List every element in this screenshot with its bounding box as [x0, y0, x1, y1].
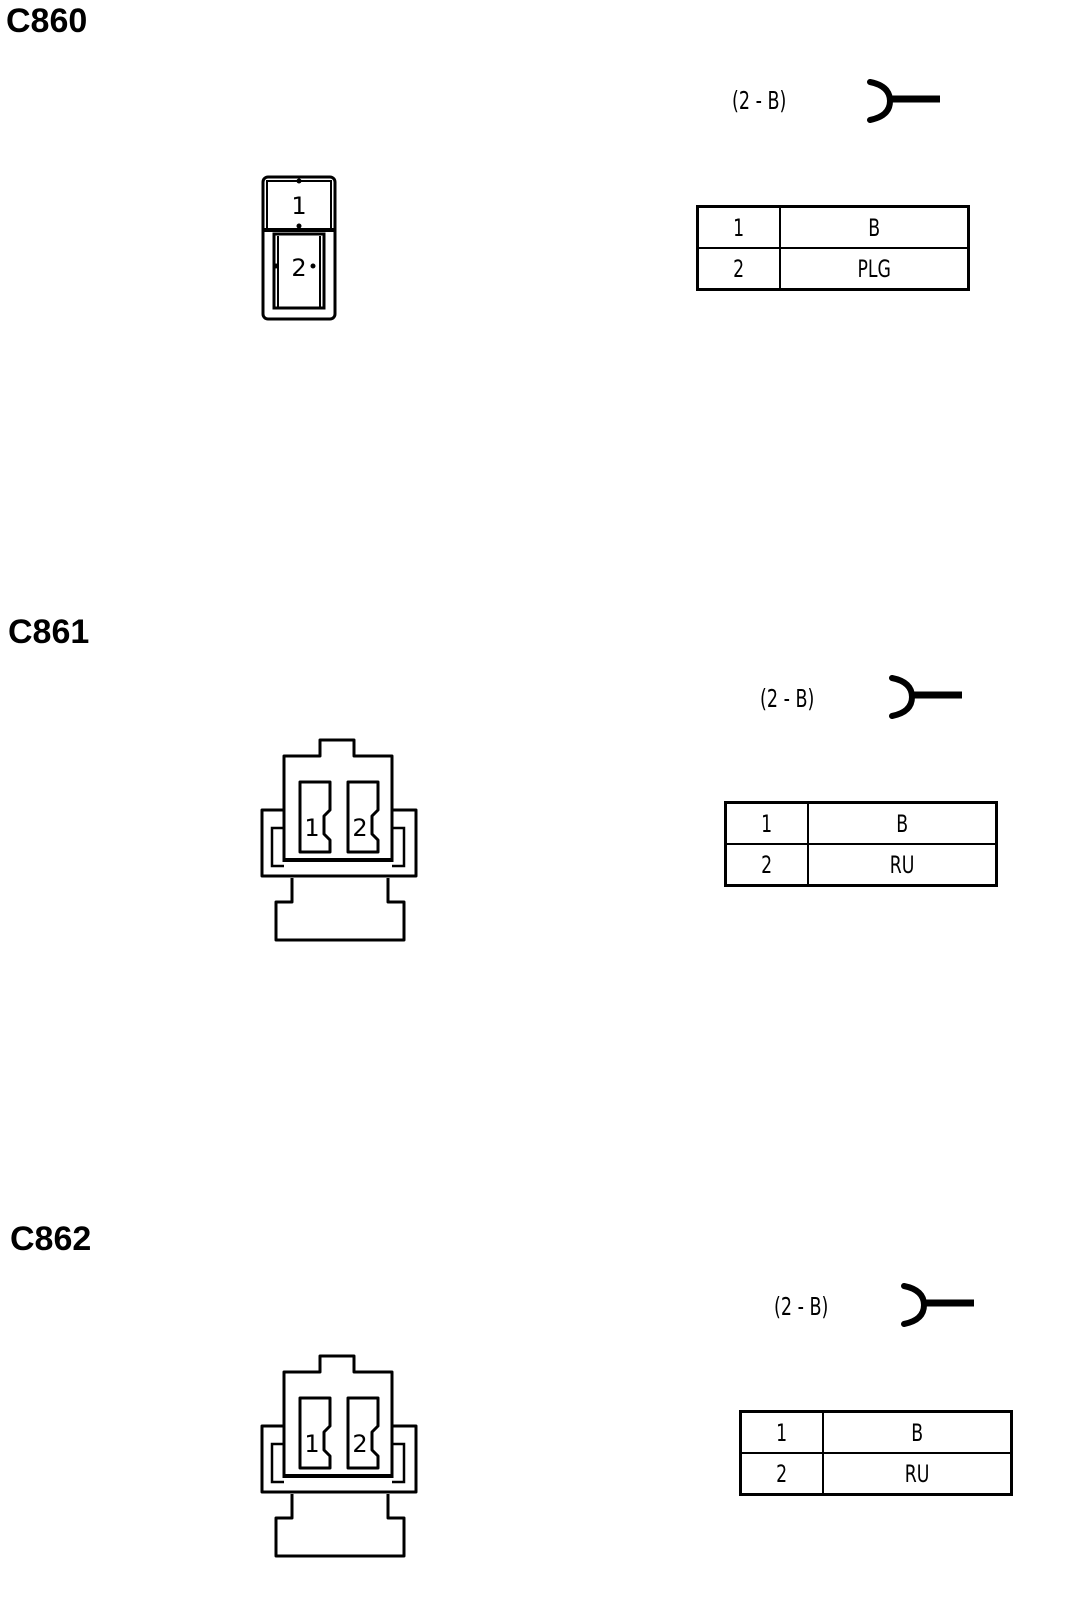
pin-number-label: 2: [352, 814, 367, 842]
terminal-socket-icon: [889, 675, 962, 719]
table-row: 1 B: [739, 1410, 1013, 1454]
pin-table-c862: 1 B 2 RU: [739, 1410, 1013, 1496]
pin-number-label: 1: [304, 1430, 319, 1458]
wire-color-cell: B: [822, 1410, 1013, 1454]
pin-table-c860: 1 B 2 PLG: [696, 205, 970, 291]
pin-cell: 2: [696, 247, 781, 291]
pin-number-label: 1: [304, 814, 319, 842]
connector-code-c861: (2 - B): [760, 684, 815, 713]
pin-number-label: 2: [291, 254, 306, 282]
pin-cell: 1: [696, 205, 781, 249]
pin-number-label: 1: [291, 192, 306, 220]
table-row: 2 PLG: [696, 247, 970, 291]
pin-cell: 2: [724, 843, 809, 887]
connector-code-c860: (2 - B): [732, 86, 787, 115]
connector-face-c862: 1 2: [260, 1354, 418, 1558]
table-row: 1 B: [696, 205, 970, 249]
connector-code-c862: (2 - B): [774, 1292, 829, 1321]
wire-color-cell: B: [807, 801, 998, 845]
connector-face-c860: 1 2: [261, 175, 337, 321]
pin-table-c861: 1 B 2 RU: [724, 801, 998, 887]
wire-color-cell: B: [779, 205, 970, 249]
pin-cell: 1: [739, 1410, 824, 1454]
wire-color-cell: RU: [822, 1452, 1013, 1496]
wire-color-cell: RU: [807, 843, 998, 887]
connector-title-c860: C860: [6, 2, 88, 40]
connector-title-c861: C861: [8, 613, 90, 651]
pin-cell: 2: [739, 1452, 824, 1496]
pin-cell: 1: [724, 801, 809, 845]
connector-face-c861: 1 2: [260, 738, 418, 942]
connector-title-c862: C862: [10, 1220, 92, 1258]
table-row: 2 RU: [724, 843, 998, 887]
wire-color-cell: PLG: [779, 247, 970, 291]
pin-number-label: 2: [352, 1430, 367, 1458]
table-row: 2 RU: [739, 1452, 1013, 1496]
table-row: 1 B: [724, 801, 998, 845]
terminal-socket-icon: [867, 79, 940, 123]
terminal-socket-icon: [901, 1283, 974, 1327]
